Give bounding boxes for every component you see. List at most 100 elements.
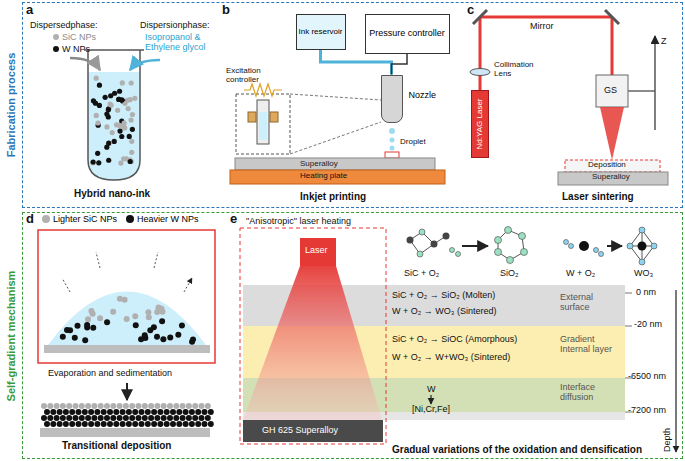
text-label: 0 nm: [636, 287, 656, 297]
drawing-stroke: [170, 421, 176, 427]
drawing-stroke: [76, 409, 82, 415]
drawing-stroke: [159, 318, 165, 324]
drawing-stroke: [123, 415, 129, 421]
drawing-stroke: [419, 229, 425, 235]
drawing-stroke: [40, 428, 210, 437]
drawing-stroke: [54, 415, 60, 421]
drawing-stroke: [120, 409, 126, 415]
layer-bands: [240, 228, 676, 452]
drawing-stroke: [235, 158, 435, 170]
drawing-stroke: [66, 415, 72, 421]
drawing-stroke: [117, 129, 122, 134]
drawing-stroke: [479, 17, 482, 90]
drawing-stroke: [95, 151, 100, 156]
drawing-stroke: [101, 421, 107, 427]
drawing-stroke: [639, 259, 645, 265]
drawing-stroke: [129, 150, 134, 155]
drawing-stroke: [103, 95, 108, 100]
drawing-stroke: [62, 252, 192, 292]
drawing-stroke: [208, 409, 214, 415]
drawing-stroke: [107, 409, 113, 415]
drawing-stroke: [147, 327, 153, 333]
drawing-stroke: [176, 409, 182, 415]
text-label: W NPs: [62, 44, 90, 54]
drawing-stroke: [236, 94, 290, 154]
drawing-stroke: [565, 160, 660, 172]
drawing-stroke: [675, 290, 676, 452]
panel-caption: Inkjet printing: [300, 191, 366, 203]
text-label: Depth: [662, 428, 672, 452]
node-label: Ink reservoir: [299, 27, 343, 36]
drawing-stroke: [112, 91, 117, 96]
drawing-stroke: [240, 228, 386, 444]
drawing-stroke: [407, 237, 414, 244]
drawing-stroke: [521, 249, 528, 256]
drawing-stroke: [90, 311, 96, 317]
drawing-stroke: [60, 403, 66, 409]
drawing-stroke: [122, 120, 127, 125]
legend-item: Heavier W NPs: [126, 214, 199, 224]
drawing-stroke: [186, 403, 192, 409]
laser-source: Nd:YAG Laser: [471, 90, 489, 158]
drawing-stroke: [654, 36, 656, 130]
legend-text: Heavier W NPs: [137, 214, 199, 224]
drawing-stroke: [117, 296, 123, 302]
drawing-stroke: [176, 421, 182, 427]
pipe-connector: [392, 54, 408, 75]
drawing-stroke: [243, 420, 383, 442]
drawing-stroke: [44, 409, 50, 415]
panel-caption: Laser sintering: [562, 191, 634, 203]
drawing-stroke: [112, 139, 117, 144]
drawing-stroke: [161, 415, 167, 421]
drawing-stroke: [259, 112, 267, 140]
drawing-stroke: [257, 100, 269, 144]
drawing-stroke: [164, 409, 170, 415]
text-label: -7200 nm: [628, 405, 666, 415]
drawing-stroke: [244, 84, 282, 96]
drawing-stroke: [126, 106, 131, 111]
drawing-stroke: [390, 138, 395, 143]
text-label: SiC + O₂ → SiO₂ (Molten): [392, 290, 495, 300]
drawing-stroke: [117, 415, 123, 421]
text-label: Isopropanol & Ethylene glycol: [145, 32, 223, 53]
text-label: SiC + O₂: [404, 268, 439, 278]
drawing-stroke: [132, 421, 138, 427]
drawing-stroke: [104, 415, 110, 421]
drawing-stroke: [495, 237, 502, 244]
drawing-stroke: [389, 128, 395, 134]
drawing-stroke: [638, 242, 647, 251]
drawing-stroke: [117, 403, 123, 409]
panel-caption: Transitional deposition: [62, 440, 171, 452]
laser-system: [470, 10, 668, 185]
drawing-stroke: [151, 409, 157, 415]
drawing-stroke: [192, 415, 198, 421]
legend-item: Lighter SiC NPs: [42, 214, 117, 224]
drawing-stroke: [47, 415, 53, 421]
drawing-stroke: [110, 309, 116, 315]
drawing-stroke: [123, 403, 129, 409]
drawing-stroke: [85, 403, 91, 409]
drawing-stroke: [101, 409, 107, 415]
drawing-stroke: [600, 107, 624, 160]
drawing-stroke: [189, 421, 195, 427]
drawing-stroke: [450, 248, 455, 253]
drawing-stroke: [192, 403, 198, 409]
drawing-stroke: [47, 403, 53, 409]
drawing-stroke: [129, 415, 135, 421]
drawing-stroke: [189, 339, 195, 345]
drawing-stroke: [157, 421, 163, 427]
drawing-stroke: [173, 403, 179, 409]
drawing-stroke: [75, 323, 81, 329]
drawing-stroke: [407, 233, 450, 248]
text-label: Dispersedphase:: [30, 20, 98, 30]
drawing-stroke: [96, 160, 101, 165]
drawing-stroke: [431, 241, 438, 248]
drawing-stroke: [202, 421, 208, 427]
drawing-stroke: [44, 421, 50, 427]
panel-letter: c: [467, 3, 474, 18]
drawing-stroke: [94, 113, 99, 118]
drawing-stroke: [132, 313, 138, 319]
text-label: Z: [661, 36, 667, 46]
drawing-stroke: [50, 421, 56, 427]
drawing-stroke: [138, 336, 144, 342]
